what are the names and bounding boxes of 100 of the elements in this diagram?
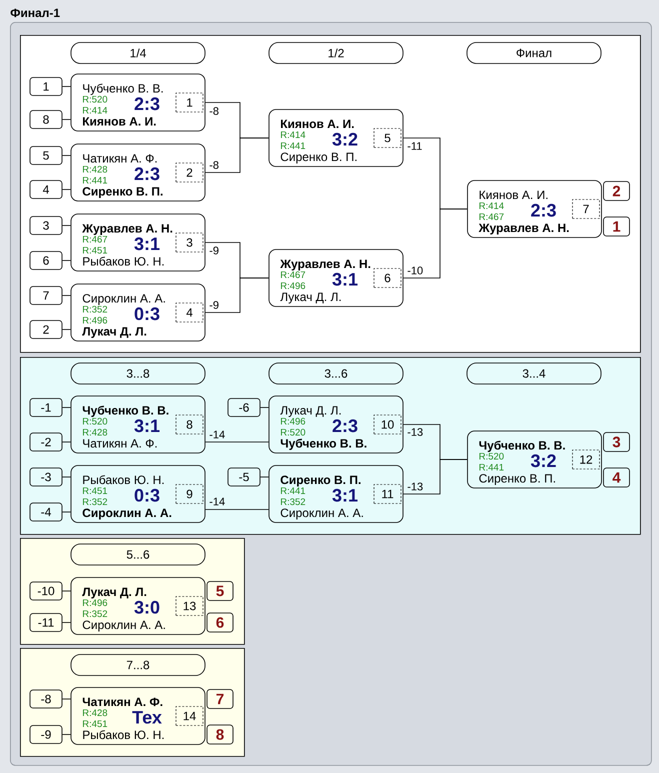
round-header: 3...6 xyxy=(268,362,404,384)
player-name: Рыбаков Ю. Н. xyxy=(83,256,164,266)
player-name: Сироклин А. А. xyxy=(82,620,165,632)
match-number-box: 10 xyxy=(374,414,402,434)
connector-line xyxy=(62,622,71,623)
match-number-box: 13 xyxy=(176,596,204,616)
edge-label: -9 xyxy=(208,300,220,310)
match-number-box: 12 xyxy=(572,450,600,470)
connector-line xyxy=(260,476,269,478)
connector-line xyxy=(62,260,71,261)
match-box xyxy=(268,465,404,523)
player-name: Чубченко В. В. xyxy=(82,406,168,417)
match-box xyxy=(268,249,404,307)
seed-box: 4 xyxy=(30,180,62,199)
score: 3:1 xyxy=(332,488,358,502)
rating: R:467 xyxy=(82,236,108,243)
rating: R:414 xyxy=(480,202,504,209)
rating: R:496 xyxy=(82,316,108,324)
player-name: Рыбаков Ю. Н. xyxy=(83,730,164,740)
rating: R:451 xyxy=(82,720,108,728)
match-box xyxy=(467,180,602,238)
seed-box: 2 xyxy=(30,320,62,339)
player-name: Рыбаков Ю. Н. xyxy=(83,475,164,484)
connector-line xyxy=(62,86,71,87)
connector-line xyxy=(205,278,269,313)
match-number-box: 11 xyxy=(374,484,402,504)
seed-box: -4 xyxy=(30,502,62,522)
rating: R:520 xyxy=(280,428,306,436)
match-number-box: 1 xyxy=(176,92,204,112)
match-number-box: 5 xyxy=(374,128,402,148)
score: 2:3 xyxy=(531,204,556,217)
edge-label: -10 xyxy=(406,266,424,276)
place-box: 5 xyxy=(206,581,234,601)
match-number-box: 7 xyxy=(572,199,600,219)
place-box: 3 xyxy=(603,432,630,452)
rating: R:352 xyxy=(82,610,108,618)
rating: R:414 xyxy=(82,106,108,114)
score: 3:0 xyxy=(134,600,160,614)
seed-box: -9 xyxy=(30,725,62,744)
player-name: Сироклин А. А. xyxy=(280,508,363,520)
edge-label: -11 xyxy=(406,141,424,151)
rating: R:496 xyxy=(82,599,108,606)
player-name: Сиренко В. П. xyxy=(280,476,360,486)
connector-line xyxy=(62,590,71,592)
match-box xyxy=(70,465,206,523)
player-name: Лукач Д. Л. xyxy=(82,327,146,338)
player-name: Лукач Д. Л. xyxy=(280,292,341,304)
rating: R:467 xyxy=(280,271,306,278)
rating: R:428 xyxy=(82,166,108,173)
edge-label: -14 xyxy=(208,496,226,506)
rating: R:451 xyxy=(82,487,108,494)
round-header: 3...4 xyxy=(466,362,602,384)
edge-label: -8 xyxy=(208,106,220,116)
rating: R:441 xyxy=(280,142,306,149)
player-name: Журавлев А. Н. xyxy=(82,224,172,235)
match-number-box: 14 xyxy=(176,706,204,726)
seed-box: 6 xyxy=(30,251,62,270)
connector-line xyxy=(260,407,269,408)
score: 0:3 xyxy=(134,307,160,320)
seed-box: -5 xyxy=(228,468,260,486)
seed-box: 7 xyxy=(30,286,62,305)
edge-label: -8 xyxy=(208,160,220,170)
player-name: Сиренко В. П. xyxy=(280,152,356,164)
rating: R:428 xyxy=(82,709,108,716)
match-box xyxy=(70,284,206,342)
player-name: Киянов А. И. xyxy=(83,117,156,126)
connector-line xyxy=(205,509,269,510)
rating: R:441 xyxy=(480,464,504,470)
player-name: Чатикян А. Ф. xyxy=(82,698,162,706)
connector-line xyxy=(205,138,269,173)
place-box: 2 xyxy=(603,181,630,201)
score: 3:2 xyxy=(332,132,358,146)
match-box xyxy=(70,214,206,272)
player-name: Сиренко В. П. xyxy=(479,474,555,485)
player-name: Чатикян А. Ф. xyxy=(83,154,157,163)
round-header: 5...6 xyxy=(70,544,206,566)
seed-box: -2 xyxy=(30,432,62,452)
score: 3:2 xyxy=(530,454,556,468)
edge-label: -14 xyxy=(208,430,226,440)
match-number-box: 3 xyxy=(176,232,204,252)
rating: R:441 xyxy=(82,176,108,184)
match-box xyxy=(70,144,206,202)
connector-line xyxy=(62,295,71,296)
rating: R:520 xyxy=(480,452,504,460)
player-name: Киянов А. И. xyxy=(480,190,548,200)
match-number-box: 4 xyxy=(176,302,204,322)
seed-box: -11 xyxy=(30,613,62,632)
player-name: Чатикян А. Ф. xyxy=(83,439,157,448)
match-box xyxy=(268,109,404,167)
score: 3:1 xyxy=(134,237,160,250)
connector-line xyxy=(62,734,71,735)
seed-box: 8 xyxy=(30,110,62,129)
rating: R:451 xyxy=(82,246,108,254)
match-number-box: 2 xyxy=(176,162,204,182)
score: 2:3 xyxy=(332,419,358,432)
rating: R:496 xyxy=(280,418,306,425)
player-name: Чубченко В. В. xyxy=(83,84,163,95)
seed-box: -3 xyxy=(30,468,62,486)
player-name: Сиренко В. П. xyxy=(82,187,162,198)
connector-line xyxy=(403,459,468,494)
